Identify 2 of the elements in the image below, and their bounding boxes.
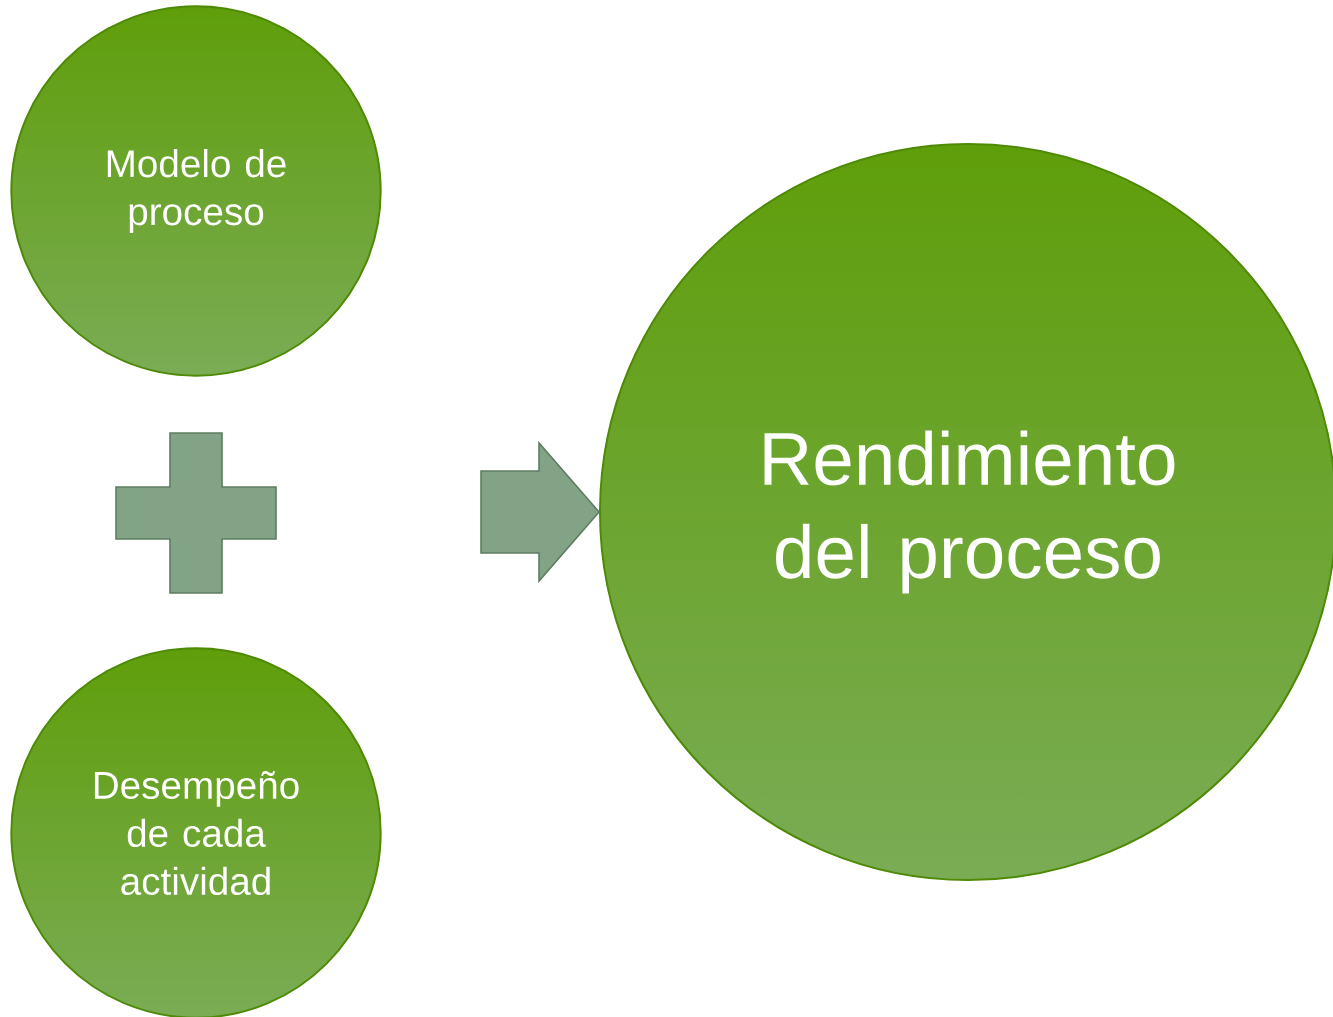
plus-sign	[115, 432, 277, 594]
block-arrow	[480, 440, 601, 584]
